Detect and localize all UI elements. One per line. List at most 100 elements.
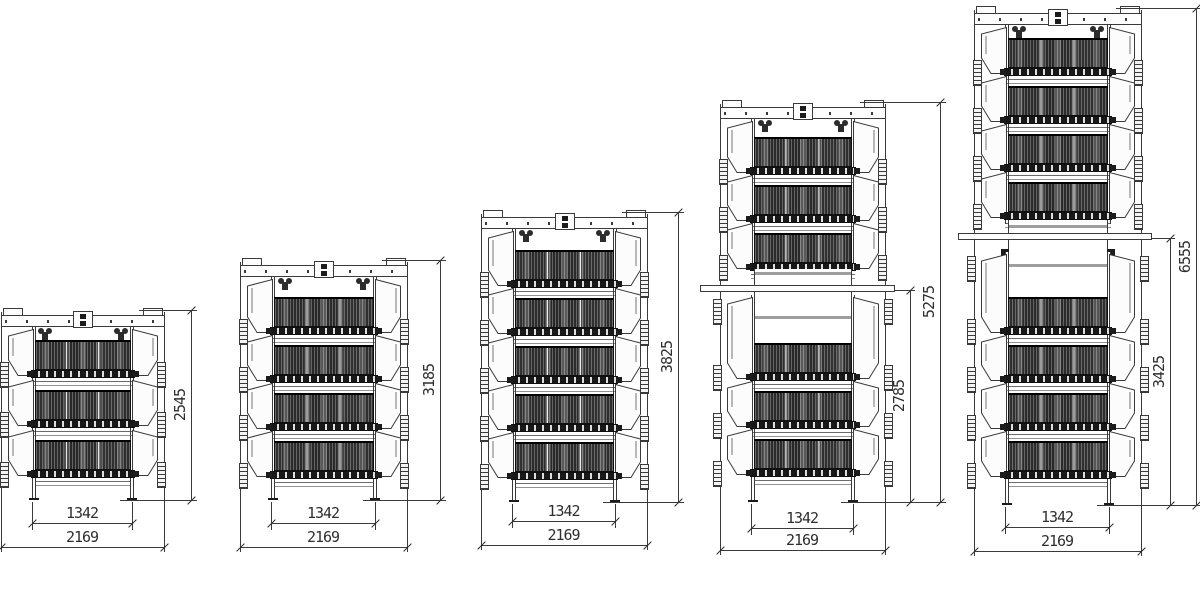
cage-mesh-panel: [274, 393, 374, 423]
outer-channel: [1134, 60, 1143, 86]
outer-width-dimension-line: [1, 547, 165, 548]
inner-extension-right: [132, 502, 133, 530]
leg-left: [751, 477, 755, 502]
trough-bracket: [266, 472, 272, 478]
leg-right: [851, 477, 855, 502]
feed-trough: [1004, 327, 1112, 335]
outer-width-dimension-line: [974, 551, 1142, 552]
side-hopper-right: [615, 384, 641, 430]
total-height-label: 3825: [658, 340, 676, 374]
trough-bracket: [1000, 69, 1006, 75]
gearbox-bolt: [80, 321, 86, 326]
inner-width-dimension-line: [271, 523, 376, 524]
outer-channel: [1134, 204, 1143, 230]
feed-trough: [1004, 471, 1112, 479]
manure-belt-line: [1005, 83, 1111, 84]
side-hopper-left: [981, 124, 1007, 170]
trough-bracket: [1000, 117, 1006, 123]
walkway-platform: [700, 285, 895, 292]
side-hopper-left: [488, 231, 514, 286]
outer-frame-right: [885, 104, 886, 555]
cage-mesh-panel: [515, 394, 614, 424]
trough-bracket: [746, 422, 752, 428]
cage-width-label: 1342: [547, 502, 580, 520]
side-hopper-right: [615, 288, 641, 334]
manure-belt-line: [751, 182, 855, 183]
outer-channel: [239, 319, 248, 345]
outer-channel: [967, 415, 976, 441]
side-hopper-right: [1109, 172, 1135, 218]
side-hopper-left: [488, 384, 514, 430]
foot-left: [268, 498, 278, 500]
manure-belt-line: [512, 343, 617, 344]
outer-channel: [400, 319, 409, 345]
manure-belt-line: [271, 386, 377, 387]
manure-belt-line: [32, 385, 134, 386]
manure-belt-line: [751, 226, 855, 227]
cage-mesh-panel: [1008, 86, 1108, 116]
manure-belt-line: [1005, 127, 1111, 128]
duct-band: [1009, 264, 1107, 267]
trough-bracket: [507, 425, 513, 431]
side-hopper-left: [981, 254, 1007, 333]
outer-channel: [480, 368, 489, 394]
leg-left: [1005, 479, 1009, 505]
manure-belt-line: [271, 390, 377, 391]
side-hopper-left: [247, 279, 273, 333]
manure-belt-line: [751, 480, 855, 481]
inner-extension-left: [271, 502, 272, 530]
trough-bracket: [616, 281, 622, 287]
feed-trough: [31, 420, 135, 428]
side-hopper-left: [981, 27, 1007, 74]
outer-channel: [878, 207, 887, 233]
inner-extension-right: [615, 504, 616, 528]
trough-bracket: [507, 473, 513, 479]
height-dimension-line: [440, 260, 441, 500]
foot-right: [610, 500, 620, 502]
total-height-label: 2545: [171, 388, 189, 422]
trough-bracket: [854, 470, 860, 476]
manure-belt-line: [751, 436, 855, 437]
manure-belt-line: [1005, 179, 1111, 180]
manure-belt-line: [512, 439, 617, 440]
lower-height-dimension-line: [1170, 238, 1171, 505]
side-hopper-right: [375, 383, 401, 429]
height-extension-top: [382, 260, 446, 261]
manure-belt-line: [512, 291, 617, 292]
manure-belt-line: [751, 484, 855, 485]
outer-channel: [239, 367, 248, 393]
trough-bracket: [27, 421, 33, 427]
outer-channel: [719, 255, 728, 281]
outer-channel: [239, 463, 248, 489]
side-hopper-right: [1109, 431, 1135, 477]
height-dimension-line: [1196, 8, 1197, 505]
outer-channel: [640, 272, 649, 298]
lower-height-extension-top: [1152, 238, 1175, 239]
cage-mesh-panel: [754, 439, 852, 469]
trough-bracket: [376, 472, 382, 478]
feed-trough: [31, 470, 135, 478]
feed-trough: [1004, 164, 1112, 172]
trough-bracket: [746, 374, 752, 380]
trough-bracket: [746, 470, 752, 476]
side-hopper-left: [727, 175, 753, 221]
manure-belt-line: [32, 431, 134, 432]
outer-channel: [884, 461, 893, 487]
side-hopper-left: [488, 288, 514, 334]
inner-extension-left: [32, 502, 33, 530]
height-extension-bottom: [841, 502, 946, 503]
manure-belt-line: [32, 435, 134, 436]
side-hopper-right: [375, 279, 401, 333]
trough-bracket: [266, 328, 272, 334]
cage-mesh-panel: [1008, 38, 1108, 68]
center-gearbox: [73, 311, 93, 328]
outer-channel: [480, 272, 489, 298]
manure-belt-line: [512, 483, 617, 484]
trough-bracket: [507, 377, 513, 383]
duct-band: [1009, 225, 1107, 228]
outer-frame-right: [407, 262, 408, 552]
side-hopper-right: [853, 175, 879, 221]
